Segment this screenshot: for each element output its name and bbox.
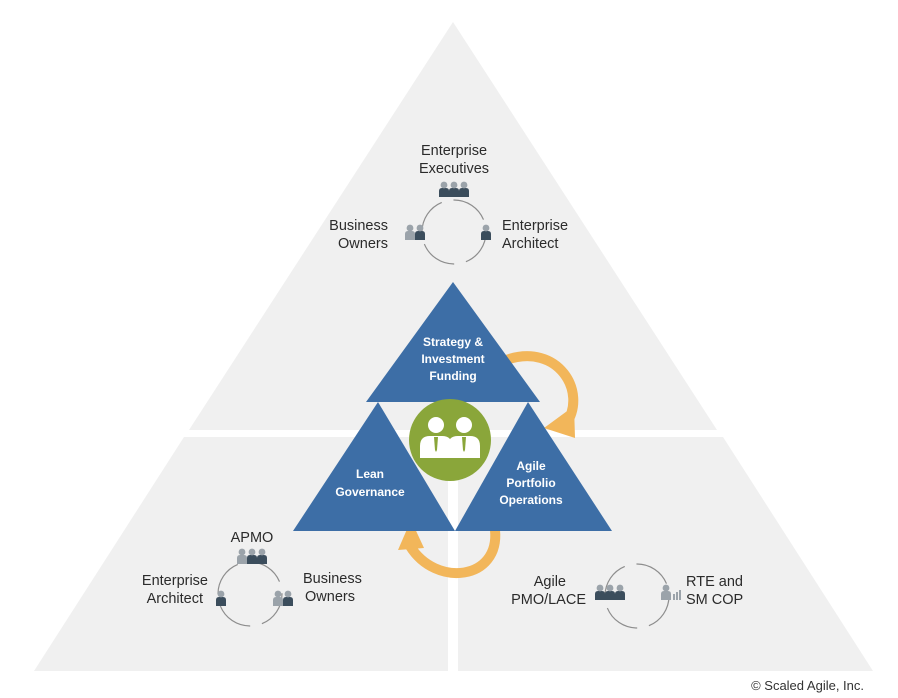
strategy-line-3: Funding bbox=[429, 369, 476, 383]
person-head bbox=[606, 584, 614, 592]
upper-cycle-arrowhead bbox=[544, 406, 575, 438]
top-role-group: Enterprise Executives Business Owners En… bbox=[329, 143, 568, 265]
architect-icon bbox=[481, 224, 491, 240]
person-head bbox=[284, 590, 292, 598]
business-owners-icon bbox=[405, 224, 425, 240]
left-role-2-line-2: Architect bbox=[147, 591, 203, 607]
top-segment bbox=[189, 22, 717, 430]
person-body bbox=[661, 591, 671, 600]
person-body bbox=[216, 597, 226, 606]
governance-line-2: Governance bbox=[335, 485, 405, 499]
strategy-line-1: Strategy & bbox=[423, 335, 483, 349]
person-body bbox=[449, 188, 459, 197]
person-head bbox=[274, 590, 282, 598]
right-role-1-line-2: PMO/LACE bbox=[511, 592, 586, 608]
left-role-1-line-1: APMO bbox=[231, 530, 274, 546]
mini-chart-bar bbox=[676, 592, 678, 600]
person-head bbox=[416, 224, 424, 232]
rte-icon bbox=[661, 584, 681, 600]
top-role-1-line-2: Executives bbox=[419, 161, 489, 177]
portfolio-core: Strategy & Investment Funding Lean Gover… bbox=[293, 282, 612, 531]
operations-line-2: Portfolio bbox=[506, 476, 555, 490]
person-head bbox=[482, 224, 490, 232]
person-body bbox=[481, 231, 491, 240]
person-head bbox=[258, 548, 266, 556]
person-head bbox=[662, 584, 670, 592]
person-head bbox=[450, 181, 458, 189]
cycle-arrows bbox=[398, 351, 579, 578]
business-owners-icon-left bbox=[273, 590, 293, 606]
top-role-2-line-2: Owners bbox=[338, 236, 388, 252]
strategy-triangle bbox=[366, 282, 540, 402]
person-body bbox=[237, 555, 247, 564]
copyright-notice: © Scaled Agile, Inc. bbox=[751, 678, 864, 693]
executives-group-icon bbox=[439, 181, 469, 197]
person-body bbox=[257, 555, 267, 564]
left-role-3-line-1: Business bbox=[303, 571, 362, 587]
person-body bbox=[247, 555, 257, 564]
mini-chart-bar bbox=[673, 594, 675, 600]
mini-chart-bar bbox=[679, 590, 681, 600]
person-body bbox=[615, 591, 625, 600]
top-role-2-line-1: Business bbox=[329, 218, 388, 234]
operations-line-1: Agile bbox=[516, 459, 546, 473]
person-head bbox=[460, 181, 468, 189]
person-head bbox=[616, 584, 624, 592]
person-head bbox=[217, 590, 225, 598]
architect-icon-left bbox=[216, 590, 226, 606]
top-role-1-line-1: Enterprise bbox=[421, 143, 487, 159]
right-role-group: Agile PMO/LACE RTE and SM COP bbox=[511, 563, 743, 629]
operations-line-3: Operations bbox=[499, 493, 563, 507]
person-head bbox=[406, 224, 414, 232]
governance-triangle bbox=[293, 402, 455, 531]
person-head bbox=[440, 181, 448, 189]
strategy-line-2: Investment bbox=[421, 352, 484, 366]
top-role-3-line-1: Enterprise bbox=[502, 218, 568, 234]
top-role-3-line-2: Architect bbox=[502, 236, 558, 252]
right-role-2-line-1: RTE and bbox=[686, 574, 743, 590]
person-body bbox=[595, 591, 605, 600]
person-body bbox=[405, 231, 415, 240]
lower-cycle-arrow bbox=[405, 529, 501, 578]
person-body bbox=[415, 231, 425, 240]
left-role-group: APMO Enterprise Architect Business Owner… bbox=[142, 530, 362, 627]
operations-triangle bbox=[455, 402, 612, 531]
right-role-1-line-1: Agile bbox=[534, 574, 566, 590]
person-body bbox=[459, 188, 469, 197]
left-role-2-line-1: Enterprise bbox=[142, 573, 208, 589]
person-head bbox=[238, 548, 246, 556]
pmo-group-icon bbox=[595, 584, 625, 600]
people-icon bbox=[420, 417, 480, 458]
person-body bbox=[439, 188, 449, 197]
person-body bbox=[273, 597, 283, 606]
person-body bbox=[605, 591, 615, 600]
person-head bbox=[248, 548, 256, 556]
lower-cycle-arrowhead bbox=[398, 520, 424, 550]
right-role-2-line-2: SM COP bbox=[686, 592, 743, 608]
left-role-3-line-2: Owners bbox=[305, 589, 355, 605]
person-body bbox=[283, 597, 293, 606]
governance-line-1: Lean bbox=[356, 467, 384, 481]
person-head bbox=[596, 584, 604, 592]
apmo-group-icon bbox=[237, 548, 267, 564]
